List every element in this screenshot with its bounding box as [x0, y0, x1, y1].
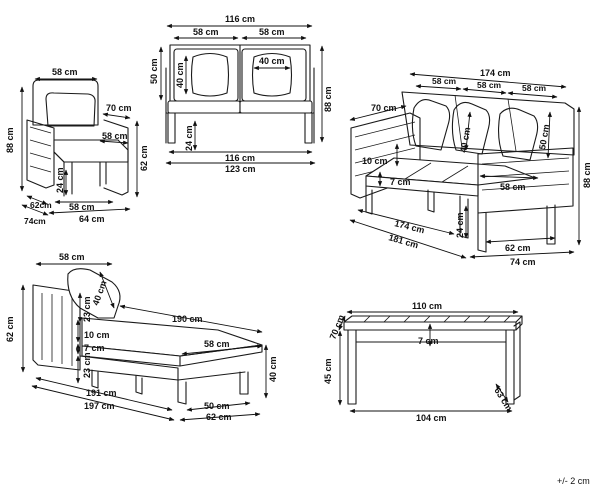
armchair-leg-a-label: 62cm [30, 200, 52, 210]
armchair-arm-depth-label: 58 cm [102, 131, 128, 141]
loveseat-width-outer-label: 123 cm [225, 164, 256, 174]
sofa-arm-depth-label: 70 cm [371, 103, 397, 113]
tolerance-note: +/- 2 cm [557, 476, 590, 486]
loveseat-width-inner-label: 116 cm [225, 153, 255, 163]
sofa-base-width-outer-label: 181 cm [387, 232, 419, 250]
lounger-leg-height-label: 23 cm [82, 352, 92, 378]
lounger-drawing [32, 268, 263, 405]
lounger-cushion-thickness-label: 10 cm [84, 330, 110, 340]
sofa-arm-gap-label: 7 cm [390, 177, 411, 187]
sofa-seat-height-label: 24 cm [455, 212, 465, 238]
armchair-base-width-label: 58 cm [69, 202, 95, 212]
loveseat-pillow-height-label: 40 cm [175, 62, 185, 88]
sofa-cushion-2-label: 58 cm [477, 80, 502, 90]
lounger-length-top-label: 190 cm [172, 314, 203, 324]
lounger-length-inner-label: 191 cm [86, 388, 117, 398]
sofa-cushion-1-label: 58 cm [432, 76, 457, 86]
lounger-length-outer-label: 197 cm [84, 401, 115, 411]
armchair-seat-height-label: 24 cm [55, 167, 65, 193]
loveseat-cushion-right-label: 58 cm [259, 27, 285, 37]
loveseat-pillow-width-label: 40 cm [259, 56, 285, 66]
lounger-cushion-width-label: 58 cm [204, 339, 230, 349]
loveseat-seat-height-label: 24 cm [184, 125, 194, 151]
table-dimensions: 110 cm 70 cm 7 cm 45 cm 104 cm 63 cm [323, 301, 519, 423]
loveseat-height-total-label: 88 cm [323, 86, 333, 112]
armchair-base-width-outer-label: 64 cm [79, 214, 105, 224]
armchair-dimensions: 58 cm 70 cm 58 cm 88 cm 62 cm 24 cm 62cm… [5, 67, 149, 226]
loveseat-width-total-label: 116 cm [225, 14, 255, 24]
armchair-width-top-label: 58 cm [52, 67, 78, 77]
lounger-height-side-label: 40 cm [268, 356, 278, 382]
sofa-side-depth-label: 62 cm [505, 243, 531, 253]
sofa-dimensions: 174 cm 58 cm 58 cm 58 cm 70 cm 40 cm 50 … [349, 68, 592, 267]
armchair-seat-depth-label: 70 cm [106, 103, 132, 113]
lounger-pillow-depth-label: 23 cm [82, 296, 92, 322]
table-length-top-label: 110 cm [412, 301, 442, 311]
armchair-drawing [26, 79, 129, 197]
lounger-width-outer-label: 62 cm [206, 412, 232, 422]
sofa-seat-depth-label: 58 cm [500, 182, 526, 192]
sofa-cushion-thickness-label: 10 cm [362, 156, 388, 166]
table-height-label: 45 cm [323, 358, 333, 384]
lounger-width-inner-label: 50 cm [204, 401, 230, 411]
loveseat-dimensions: 116 cm 58 cm 58 cm 50 cm 40 cm 40 cm 88 … [149, 14, 333, 174]
loveseat-drawing [165, 44, 315, 144]
sofa-side-depth-outer-label: 74 cm [510, 257, 536, 267]
armchair-leg-b-label: 74cm [24, 216, 46, 226]
sofa-cushion-3-label: 58 cm [522, 83, 547, 93]
armchair-height-arm-label: 62 cm [139, 145, 149, 171]
lounger-pillow-width-label: 58 cm [59, 252, 85, 262]
sofa-width-total-label: 174 cm [480, 68, 511, 78]
table-slat-gap-label: 7 cm [418, 336, 439, 346]
lounger-height-back-label: 62 cm [5, 316, 15, 342]
armchair-height-total-label: 88 cm [5, 127, 15, 153]
table-base-length-label: 104 cm [416, 413, 447, 423]
loveseat-back-cushion-label: 50 cm [149, 58, 159, 84]
sofa-base-width-label: 174 cm [394, 218, 426, 235]
loveseat-cushion-left-label: 58 cm [193, 27, 219, 37]
table-base-depth-label: 63 cm [492, 386, 514, 413]
sofa-height-total-label: 88 cm [582, 162, 592, 188]
sofa-pillow-height-label: 40 cm [458, 126, 472, 153]
lounger-frame-gap-label: 7 cm [84, 343, 105, 353]
sofa-back-height-label: 50 cm [537, 123, 551, 150]
